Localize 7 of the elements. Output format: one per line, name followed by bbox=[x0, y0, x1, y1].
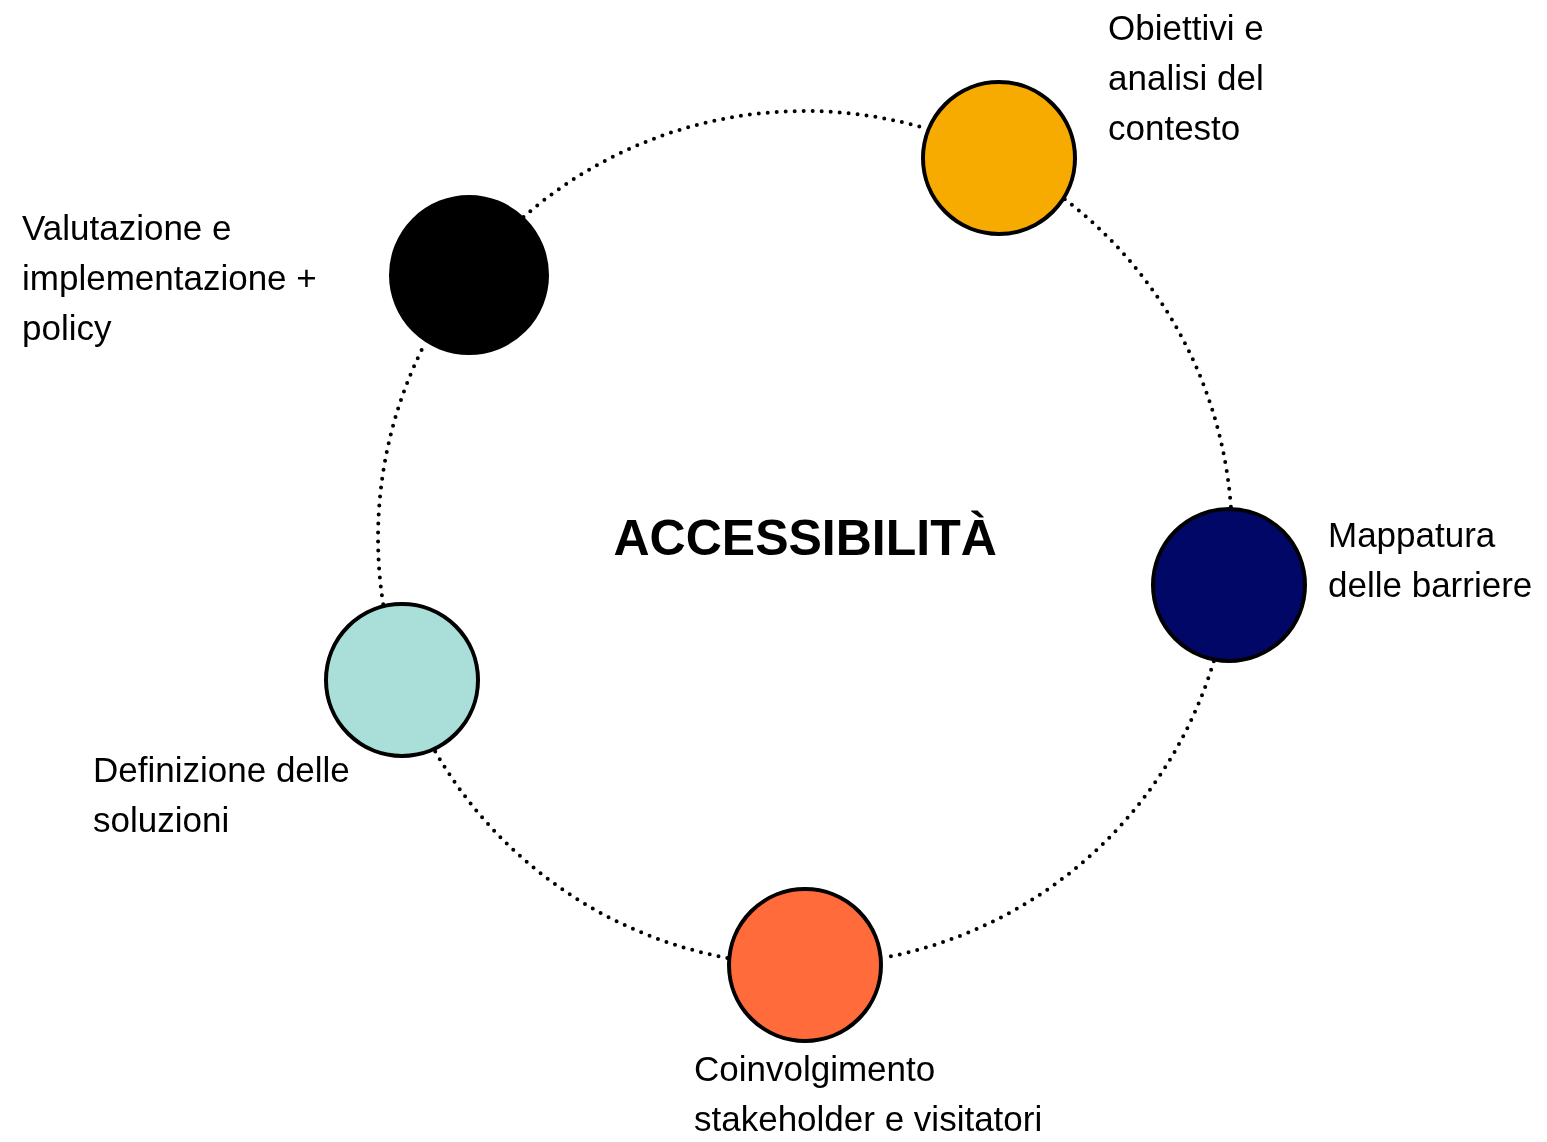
stage-label: Coinvolgimento stakeholder e visitatori bbox=[694, 1048, 1044, 1140]
center-title: ACCESSIBILITÀ bbox=[613, 509, 997, 567]
stage-label: Mappatura delle barriere bbox=[1328, 514, 1534, 606]
stage-label: Valutazione e implementazione + policy bbox=[22, 207, 318, 349]
stage-label: Definizione delle soluzioni bbox=[93, 749, 351, 841]
dotted-arc bbox=[1062, 197, 1233, 509]
stage-label: Obiettivi e analisi del contesto bbox=[1108, 7, 1265, 149]
